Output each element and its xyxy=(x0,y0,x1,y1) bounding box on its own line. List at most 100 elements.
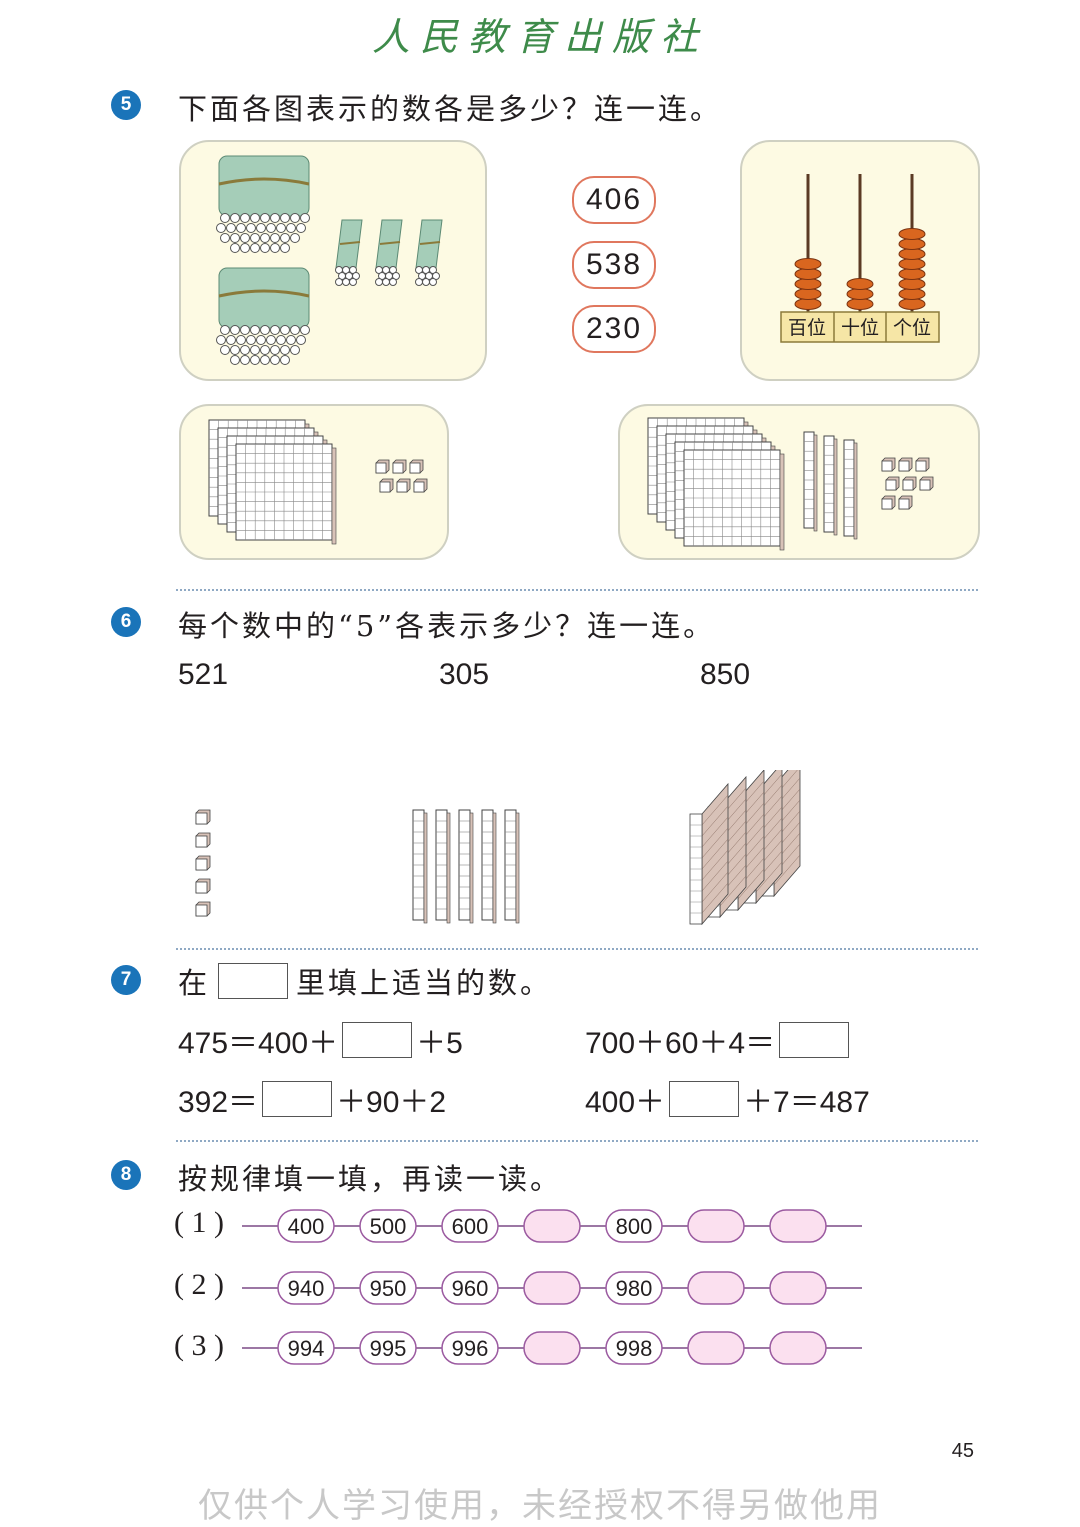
abacus-bead xyxy=(898,248,926,260)
number-305[interactable]: 305 xyxy=(439,658,490,691)
equation-1-right: ＋5 xyxy=(416,1027,463,1060)
answer-box-3[interactable] xyxy=(262,1081,333,1117)
abacus-picture: 百位 十位 个位 xyxy=(780,174,940,343)
sequence-value-text: 995 xyxy=(370,1336,407,1361)
ten-rod xyxy=(458,809,474,924)
abacus-bead xyxy=(794,258,822,270)
abacus-panel[interactable]: 百位 十位 个位 xyxy=(740,140,980,381)
one-cube xyxy=(195,901,211,917)
sequence-value-text: 950 xyxy=(370,1276,407,1301)
sequence-value-text: 500 xyxy=(370,1214,407,1239)
answer-box-1[interactable] xyxy=(342,1022,413,1058)
place-label-tens: 十位 xyxy=(841,317,879,339)
option-230[interactable]: 230 xyxy=(572,305,656,353)
blocks-picture-b xyxy=(647,417,934,551)
abacus-bead xyxy=(898,288,926,300)
question-5-number: 5 xyxy=(111,90,141,120)
ten-rod xyxy=(412,809,428,924)
sequence-value xyxy=(441,1331,499,1365)
equation-3-right: ＋90＋2 xyxy=(336,1086,447,1119)
one-cube xyxy=(195,855,211,871)
sequence-value-text: 996 xyxy=(452,1336,489,1361)
blocks-panel-b[interactable] xyxy=(618,404,980,560)
sequence-value-text: 800 xyxy=(616,1214,653,1239)
sequence-blank[interactable] xyxy=(523,1331,581,1365)
sequence-blank[interactable] xyxy=(687,1331,745,1365)
abacus-bead xyxy=(898,228,926,240)
one-cube xyxy=(902,476,917,491)
one-cube xyxy=(195,832,211,848)
sequence-blank[interactable] xyxy=(769,1331,827,1365)
sequence-blank[interactable] xyxy=(687,1271,745,1305)
abacus-bead xyxy=(898,258,926,270)
one-cube xyxy=(919,476,934,491)
equation-2-left: 700＋60＋4＝ xyxy=(585,1027,776,1060)
sequence-value xyxy=(277,1271,335,1305)
abacus-bead xyxy=(794,268,822,280)
sequence-value xyxy=(359,1271,417,1305)
abacus-bead xyxy=(898,298,926,310)
equation-1: 475＝400＋ ＋5 xyxy=(178,1018,463,1062)
one-cube xyxy=(898,457,913,472)
number-850[interactable]: 850 xyxy=(700,658,751,691)
ten-rod xyxy=(803,431,818,532)
sequence-blank[interactable] xyxy=(769,1209,827,1243)
sequence-value-text: 600 xyxy=(452,1214,489,1239)
ten-rod xyxy=(481,809,497,924)
one-cube xyxy=(195,809,211,825)
sample-box xyxy=(218,963,289,999)
question-8-number: 8 xyxy=(111,1160,141,1190)
one-cube xyxy=(898,495,913,510)
sequence-value xyxy=(359,1209,417,1243)
sequence-value-text: 960 xyxy=(452,1276,489,1301)
question-6-text: 每个数中的“5”各表示多少？连一连。 xyxy=(178,609,716,643)
divider xyxy=(176,1140,978,1142)
one-cube xyxy=(379,478,394,493)
hundred-flat xyxy=(683,449,785,551)
number-521[interactable]: 521 xyxy=(178,658,229,691)
place-label-hundreds: 百位 xyxy=(788,317,826,339)
question-7-number: 7 xyxy=(111,965,141,995)
sequence-value xyxy=(605,1331,663,1365)
option-538[interactable]: 538 xyxy=(572,241,656,289)
blocks-picture-a xyxy=(208,419,428,545)
bundles-picture xyxy=(215,154,443,366)
sequence-value-text: 998 xyxy=(616,1336,653,1361)
ten-rod xyxy=(435,809,451,924)
sequence-value xyxy=(277,1331,335,1365)
sequence-1-label: ( 1 ) xyxy=(174,1206,224,1239)
sequence-value xyxy=(605,1271,663,1305)
question-5-text: 下面各图表示的数各是多少？连一连。 xyxy=(178,92,723,126)
sequence-blank[interactable] xyxy=(523,1271,581,1305)
answer-box-4[interactable] xyxy=(669,1081,740,1117)
sequence-2-label: ( 2 ) xyxy=(174,1268,224,1301)
sequence-value-text: 940 xyxy=(288,1276,325,1301)
divider xyxy=(176,589,978,591)
ten-rod xyxy=(823,435,838,536)
bundles-panel[interactable] xyxy=(179,140,487,381)
picture-five-hundreds[interactable] xyxy=(689,770,801,926)
abacus-bead xyxy=(898,278,926,290)
sequence-blank[interactable] xyxy=(523,1209,581,1243)
equation-4-right: ＋7＝487 xyxy=(743,1086,870,1119)
sequence-blank[interactable] xyxy=(687,1209,745,1243)
sequence-blank[interactable] xyxy=(769,1271,827,1305)
hundred-flat xyxy=(235,443,337,545)
one-cube xyxy=(881,495,896,510)
abacus-bead xyxy=(846,288,874,300)
ten-rod xyxy=(504,809,520,924)
option-406[interactable]: 406 xyxy=(572,176,656,224)
picture-five-ones[interactable] xyxy=(195,809,211,917)
sequence-value-text: 980 xyxy=(616,1276,653,1301)
watermark: 仅供个人学习使用，未经授权不得另做他用 xyxy=(198,1486,882,1526)
one-cube xyxy=(915,457,930,472)
sequence-3-label: ( 3 ) xyxy=(174,1329,224,1362)
divider xyxy=(176,948,978,950)
blocks-panel-a[interactable] xyxy=(179,404,449,560)
sequence-value xyxy=(359,1331,417,1365)
abacus-bead xyxy=(794,298,822,310)
picture-five-tens[interactable] xyxy=(412,809,520,924)
answer-box-2[interactable] xyxy=(779,1022,850,1058)
one-cube xyxy=(409,459,424,474)
